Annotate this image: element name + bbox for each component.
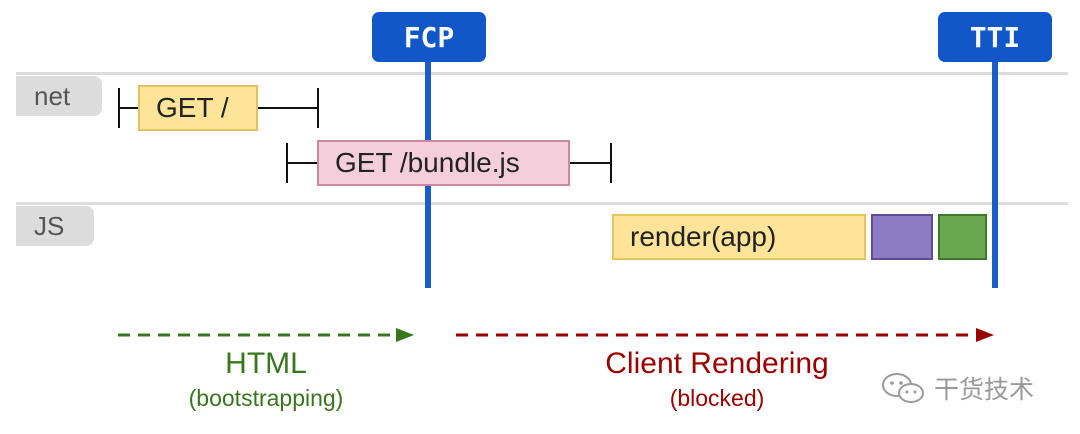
html-phase-arrow-head xyxy=(396,328,414,342)
net-lane-label: net xyxy=(16,76,102,116)
get-bundle-end-cap xyxy=(610,143,612,183)
html-phase-title: HTML xyxy=(225,347,307,380)
js-lane-label: JS xyxy=(16,206,94,246)
wechat-icon xyxy=(882,373,924,403)
purple-js-task xyxy=(871,214,933,260)
fcp-marker-badge: FCP xyxy=(372,12,486,62)
get-root-whisker-right xyxy=(256,107,318,109)
net-lane-line xyxy=(16,72,1068,75)
client-phase-subtitle: (blocked) xyxy=(669,385,765,411)
get-root-request: GET / xyxy=(138,85,258,131)
get-root-whisker-left xyxy=(118,107,140,109)
get-bundle-whisker-right xyxy=(568,162,612,164)
watermark-text: 干货技术 xyxy=(934,375,1035,404)
client-phase-title: Client Rendering xyxy=(605,347,829,380)
wechat-watermark: 干货技术 xyxy=(880,368,1034,408)
tti-marker-line xyxy=(992,58,998,288)
green-js-task xyxy=(938,214,987,260)
get-bundle-request: GET /bundle.js xyxy=(317,140,570,186)
tti-marker-badge: TTI xyxy=(938,12,1052,62)
render-app-task: render(app) xyxy=(612,214,866,260)
js-lane-line xyxy=(16,202,1068,205)
client-phase-arrow-head xyxy=(976,328,994,342)
html-phase-subtitle: (bootstrapping) xyxy=(188,385,344,411)
get-root-end-cap xyxy=(317,88,319,128)
get-bundle-whisker-left xyxy=(286,162,320,164)
